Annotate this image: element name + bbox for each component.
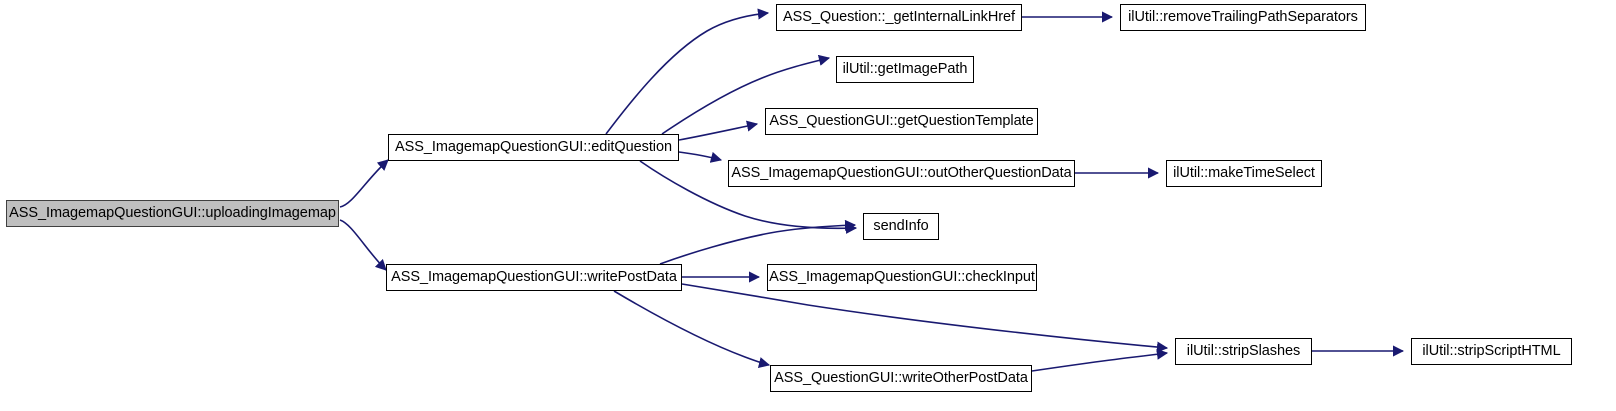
edge-editQuestion-getQuestionTemplate xyxy=(678,120,759,141)
graph-node-stripSlashes[interactable]: ilUtil::stripSlashes xyxy=(1175,338,1312,365)
edge-uploadingImagemap-editQuestion xyxy=(339,159,389,208)
edge-uploadingImagemap-writePostData xyxy=(339,219,387,271)
graph-node-removeTrailingPathSeparators[interactable]: ilUtil::removeTrailingPathSeparators xyxy=(1120,4,1366,31)
graph-node-label: ASS_ImagemapQuestionGUI::uploadingImagem… xyxy=(9,205,336,222)
graph-node-label: ASS_ImagemapQuestionGUI::writePostData xyxy=(391,269,677,286)
graph-node-label: ASS_Question::_getInternalLinkHref xyxy=(782,9,1016,26)
graph-node-label: ASS_ImagemapQuestionGUI::checkInput xyxy=(769,269,1035,286)
graph-node-writePostData[interactable]: ASS_ImagemapQuestionGUI::writePostData xyxy=(386,264,682,291)
edge-writePostData-sendInfo xyxy=(659,219,857,265)
graph-node-label: ilUtil::stripSlashes xyxy=(1186,343,1301,360)
graph-node-label: ilUtil::removeTrailingPathSeparators xyxy=(1128,9,1358,26)
graph-node-outOtherQuestionData[interactable]: ASS_ImagemapQuestionGUI::outOtherQuestio… xyxy=(728,160,1075,187)
graph-node-getImagePath[interactable]: ilUtil::getImagePath xyxy=(836,56,974,83)
graph-node-makeTimeSelect[interactable]: ilUtil::makeTimeSelect xyxy=(1166,160,1322,187)
graph-node-label: sendInfo xyxy=(873,218,929,235)
graph-node-label: ASS_QuestionGUI::getQuestionTemplate xyxy=(769,113,1034,130)
graph-node-label: ilUtil::makeTimeSelect xyxy=(1173,165,1315,182)
edge-writeOtherPostData-stripSlashes xyxy=(1031,348,1169,372)
graph-node-label: ilUtil::stripScriptHTML xyxy=(1422,343,1561,360)
graph-node-uploadingImagemap[interactable]: ASS_ImagemapQuestionGUI::uploadingImagem… xyxy=(6,200,339,227)
graph-node-label: ASS_ImagemapQuestionGUI::editQuestion xyxy=(394,139,673,156)
graph-node-label: ASS_ImagemapQuestionGUI::outOtherQuestio… xyxy=(731,165,1072,182)
edge-writePostData-stripSlashes xyxy=(681,283,1169,353)
graph-node-checkInput[interactable]: ASS_ImagemapQuestionGUI::checkInput xyxy=(767,264,1037,291)
graph-node-label: ilUtil::getImagePath xyxy=(842,61,968,78)
graph-node-label: ASS_QuestionGUI::writeOtherPostData xyxy=(774,370,1028,387)
graph-node-sendInfo[interactable]: sendInfo xyxy=(863,213,939,240)
graph-node-getQuestionTemplate[interactable]: ASS_QuestionGUI::getQuestionTemplate xyxy=(765,108,1038,135)
edge-editQuestion-getInternalLinkHref xyxy=(605,8,770,135)
graph-node-stripScriptHTML[interactable]: ilUtil::stripScriptHTML xyxy=(1411,338,1572,365)
edge-editQuestion-outOtherQuestionData xyxy=(678,151,723,163)
graph-node-getInternalLinkHref[interactable]: ASS_Question::_getInternalLinkHref xyxy=(776,4,1022,31)
graph-node-writeOtherPostData[interactable]: ASS_QuestionGUI::writeOtherPostData xyxy=(770,365,1032,392)
edge-writePostData-writeOtherPostData xyxy=(613,290,771,368)
graph-node-editQuestion[interactable]: ASS_ImagemapQuestionGUI::editQuestion xyxy=(388,134,679,161)
